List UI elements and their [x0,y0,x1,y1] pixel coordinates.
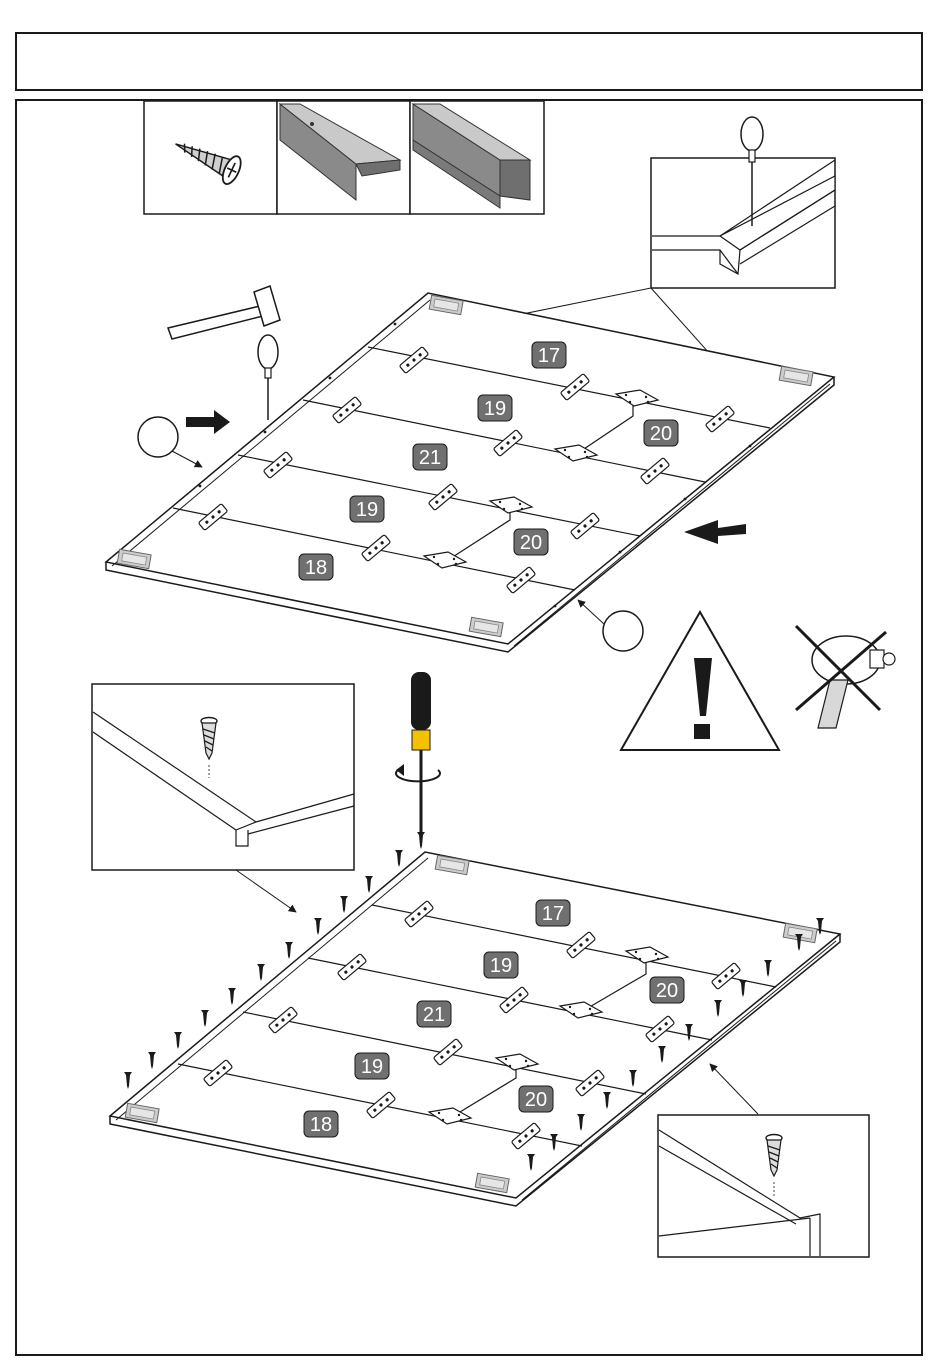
title-bar [16,33,922,90]
part-label-text: 19 [361,1056,383,1078]
part-label-text: 20 [650,423,672,445]
part-label-text: 21 [419,447,441,469]
part-label-text: 19 [490,955,512,977]
callout-circle [603,611,643,651]
part-label-text: 20 [525,1089,547,1111]
push-arrow-icon [186,410,230,434]
detail-inset-awl [651,117,835,288]
screwdriver-icon [396,672,440,838]
pointer-line [710,1064,758,1114]
hammer-icon [168,286,280,339]
part-label-text: 21 [423,1004,445,1026]
part-label-text: 20 [520,532,542,554]
part-label-text: 17 [542,903,564,925]
pointer-line [578,600,604,624]
part-label-text: 20 [656,980,678,1002]
detail-inset-screw-right [658,1115,869,1257]
warning-icon [621,612,779,750]
parts-legend [144,101,544,214]
part-label-text: 19 [484,398,506,420]
detail-inset-screw-left [92,684,354,870]
part-label-text: 18 [305,557,327,579]
pointer-line [236,870,296,912]
part-label-text: 19 [356,499,378,521]
awl-icon [258,335,278,420]
top-panel-assembly: 17 19 20 21 19 20 18 [106,293,834,652]
part-label-text: 18 [310,1114,332,1136]
part-label-text: 17 [538,345,560,367]
power-drill-crossed-icon [796,626,895,728]
push-arrow-icon [684,520,746,544]
pointer-line [172,451,202,467]
